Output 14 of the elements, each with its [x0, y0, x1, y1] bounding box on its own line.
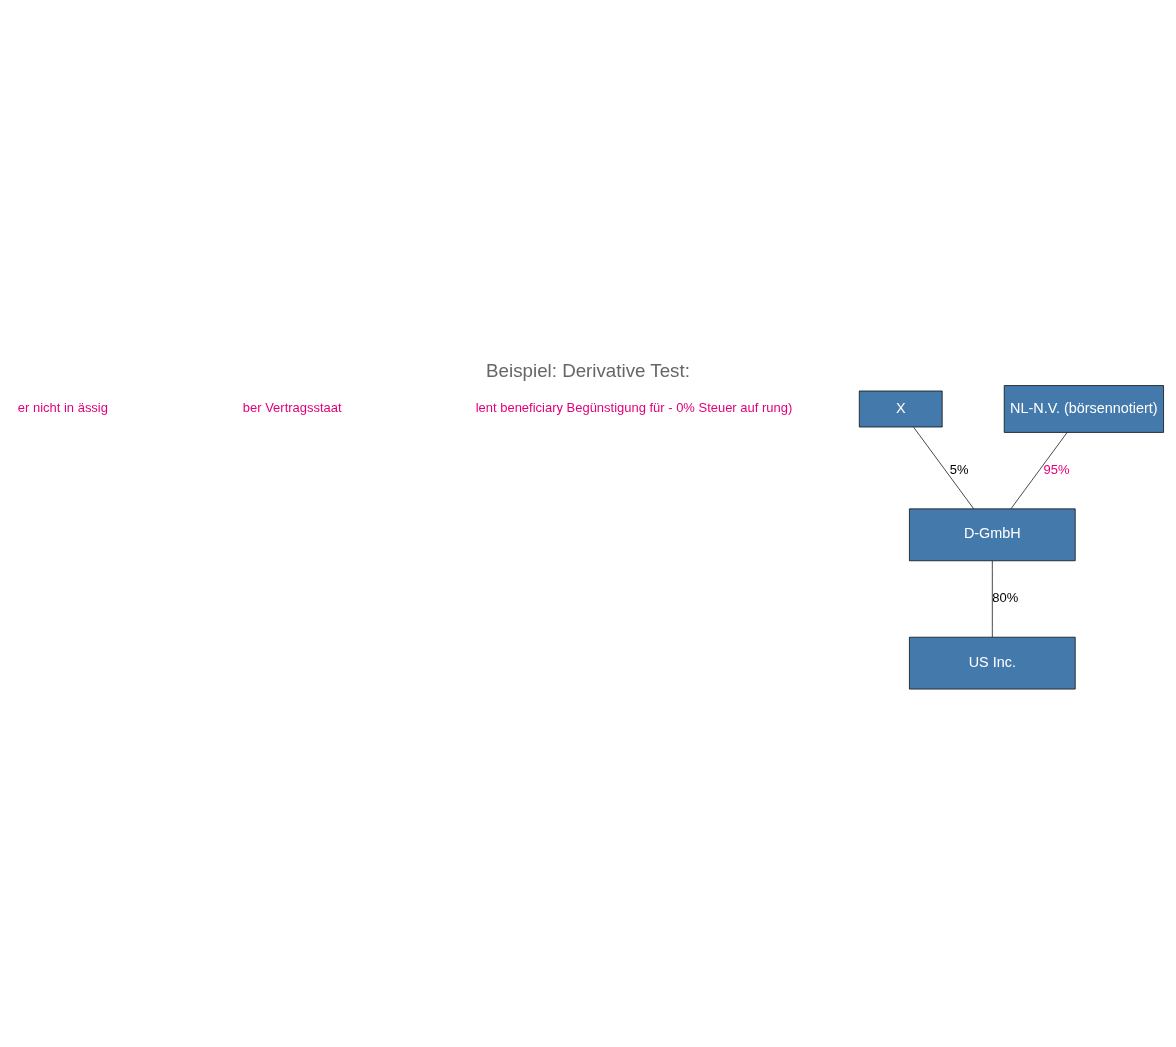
diagram-title: Beispiel: Derivative Test: [486, 359, 690, 381]
node-box: NL-N.V. (börsennotiert) [1003, 384, 1164, 433]
label: lent beneficiary Begünstigung für - 0% Steuer auf rung) [475, 399, 793, 415]
edge-label: 95% [1043, 461, 1070, 477]
label: ber Vertragsstaat [242, 399, 342, 415]
connector [1010, 431, 1068, 509]
edge-label: 5% [949, 461, 969, 477]
edge-label: 80% [992, 589, 1019, 605]
connector [991, 560, 993, 637]
label: er nicht in ässig [17, 399, 108, 415]
node-box: D-GmbH [909, 508, 1076, 561]
node-box: US Inc. [909, 636, 1076, 689]
node-box: X [858, 390, 943, 427]
connector [913, 426, 974, 509]
